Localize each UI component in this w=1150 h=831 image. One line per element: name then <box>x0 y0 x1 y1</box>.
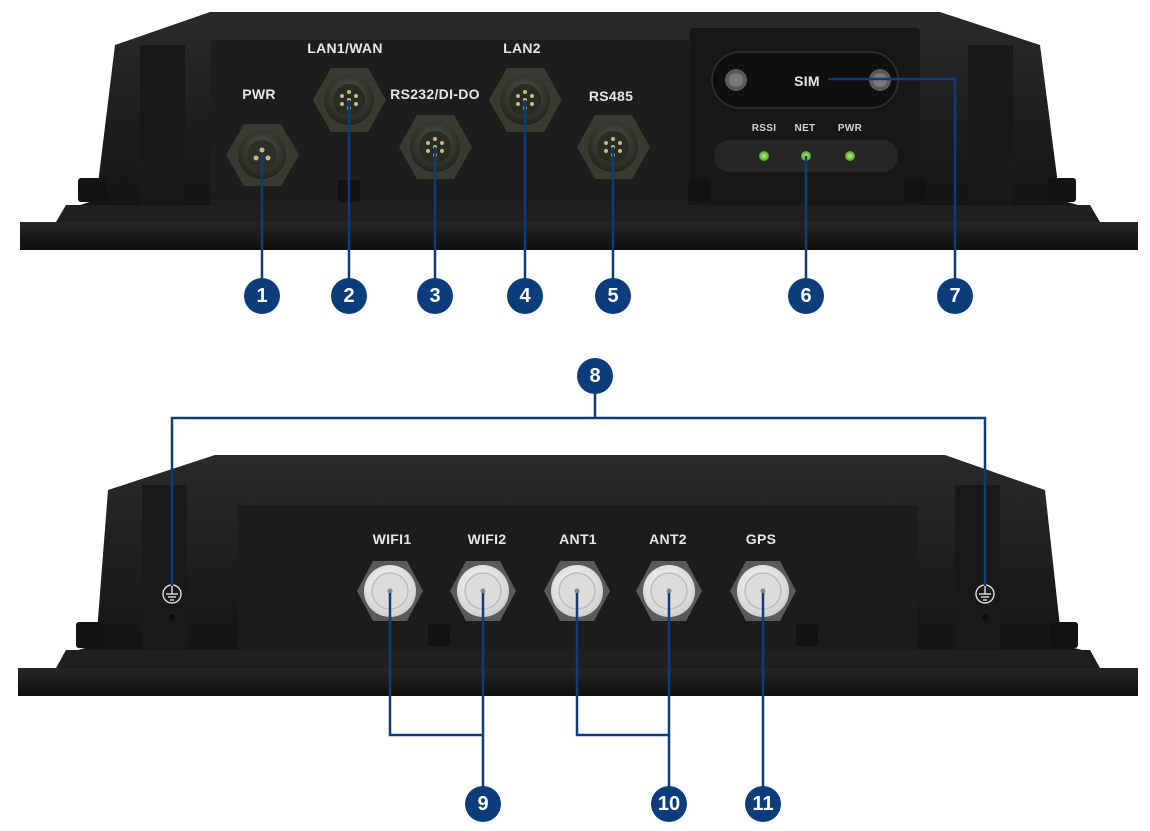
callout-4: 4 <box>507 278 543 314</box>
rs485-port-label: RS485 <box>588 88 634 104</box>
wifi1-connector <box>357 561 423 621</box>
net-led-label: NET <box>794 123 816 134</box>
front-panel <box>20 12 1138 250</box>
callout-1: 1 <box>244 278 280 314</box>
callout-10: 10 <box>651 786 687 822</box>
sim-label: SIM <box>794 73 820 89</box>
callout-5: 5 <box>595 278 631 314</box>
ant1-connector <box>544 561 610 621</box>
callout-2: 2 <box>331 278 367 314</box>
rssi-led <box>759 151 769 161</box>
callout-11: 11 <box>745 786 781 822</box>
rssi-led-label: RSSI <box>751 123 777 134</box>
ant2-connector <box>636 561 702 621</box>
wifi2-port-label: WIFI2 <box>467 531 507 547</box>
rear-leader-lines <box>170 393 987 788</box>
ground-icon <box>975 584 995 604</box>
lan2-port-label: LAN2 <box>503 40 541 56</box>
gps-port-label: GPS <box>745 531 777 547</box>
ant2-port-label: ANT2 <box>649 531 687 547</box>
callout-7: 7 <box>937 278 973 314</box>
lan1-wan-port-label: LAN1/WAN <box>307 40 383 56</box>
pwr-led <box>845 151 855 161</box>
front-leader-lines <box>260 77 957 280</box>
callout-6: 6 <box>788 278 824 314</box>
callout-8: 8 <box>577 358 613 394</box>
callout-3: 3 <box>417 278 453 314</box>
rs232-di-do-port-label: RS232/DI-DO <box>390 86 480 102</box>
pwr-led-label: PWR <box>837 123 863 134</box>
callout-9: 9 <box>465 786 501 822</box>
wifi1-port-label: WIFI1 <box>372 531 412 547</box>
pwr-port-label: PWR <box>242 86 276 102</box>
ant1-port-label: ANT1 <box>559 531 597 547</box>
wifi2-connector <box>450 561 516 621</box>
